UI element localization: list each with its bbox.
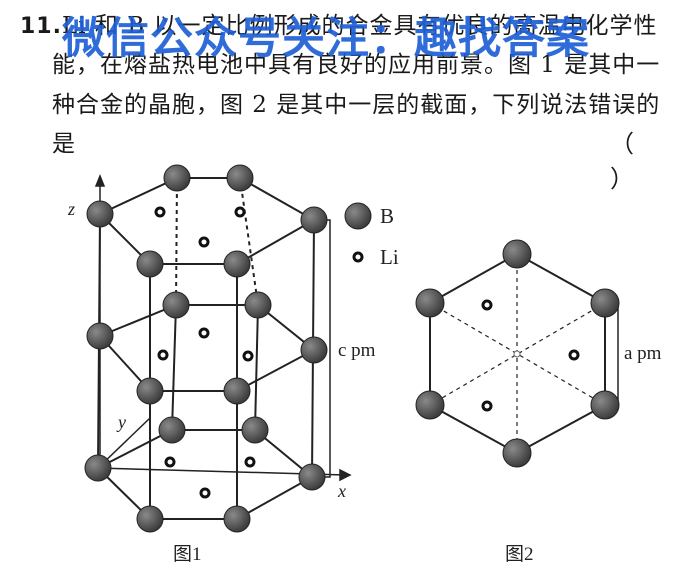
boron-atom <box>86 200 114 228</box>
a-dimension-bracket <box>608 302 619 406</box>
lithium-atom <box>568 349 580 361</box>
diagonal-3 <box>429 302 606 406</box>
x-axis-label: x <box>337 481 346 501</box>
boron-atom <box>226 164 254 192</box>
boron-atom <box>415 390 445 420</box>
question-number: 11. <box>20 14 62 39</box>
boron-atom <box>158 416 186 444</box>
lithium-atom <box>244 456 256 468</box>
figure-2-cross-section <box>429 252 619 455</box>
boron-atom <box>223 505 251 533</box>
boron-atom <box>415 288 445 318</box>
question-line-4: 是 <box>52 131 76 157</box>
legend-boron-label: B <box>380 204 394 228</box>
lithium-atom <box>198 327 210 339</box>
boron-atom <box>300 336 328 364</box>
diagonal-2 <box>429 302 606 406</box>
boron-atom <box>86 322 114 350</box>
boron-atom <box>241 416 269 444</box>
question-text-1: Li 和 B 以一定比例形成的合金具有优良的高温电化学性 <box>61 13 658 39</box>
c-dimension-label: c pm <box>338 340 376 361</box>
boron-atom <box>590 288 620 318</box>
boron-atom <box>136 505 164 533</box>
boron-atom <box>244 291 272 319</box>
lithium-atom <box>481 299 493 311</box>
y-axis-label: y <box>116 412 126 432</box>
boron-atom <box>298 463 326 491</box>
boron-atom <box>136 377 164 405</box>
boron-atoms-fig1 <box>84 164 328 533</box>
lithium-atom <box>157 349 169 361</box>
boron-atom <box>223 250 251 278</box>
legend-lithium-label: Li <box>380 245 399 269</box>
edge-hidden-2 <box>239 177 259 306</box>
legend-lithium-icon <box>352 251 364 263</box>
boron-atom <box>223 377 251 405</box>
lithium-atom <box>164 456 176 468</box>
boron-atom <box>136 250 164 278</box>
edge-hidden-1 <box>175 177 178 306</box>
top-hexagon <box>99 177 317 265</box>
question-line-1: 11.Li 和 B 以一定比例形成的合金具有优良的高温电化学性 <box>20 6 657 40</box>
legend <box>344 202 372 263</box>
lithium-atoms-fig1 <box>154 206 256 499</box>
question-line-3: 种合金的晶胞，图 2 是其中一层的截面，下列说法错误的 <box>52 92 661 118</box>
lithium-atoms-fig2 <box>481 299 580 412</box>
lithium-atom <box>154 206 166 218</box>
x-axis-arrow <box>339 468 352 482</box>
lithium-atom <box>481 400 493 412</box>
boron-atom <box>162 291 190 319</box>
figure-1-caption: 图1 <box>173 544 202 565</box>
boron-atom <box>300 206 328 234</box>
middle-hexagon <box>99 304 316 392</box>
lithium-atom <box>242 350 254 362</box>
axis-helper-1 <box>97 429 173 469</box>
edge-back-left <box>171 304 177 431</box>
a-dimension-label: a pm <box>624 343 662 364</box>
boron-atom <box>502 438 532 468</box>
z-axis-label: z <box>67 199 75 219</box>
z-axis-arrow <box>94 173 106 187</box>
lithium-atom <box>199 487 211 499</box>
figure-1-crystal-cell <box>97 177 331 520</box>
boron-atom <box>163 164 191 192</box>
answer-blank: （ ） <box>610 130 664 193</box>
center-point <box>513 350 521 358</box>
legend-boron-icon <box>344 202 372 230</box>
boron-atom <box>502 239 532 269</box>
lithium-atom <box>198 236 210 248</box>
watermark-overlay: 微信公众号关注：趣找答案 <box>62 14 590 64</box>
boron-atoms-fig2 <box>415 239 620 468</box>
bottom-hexagon <box>97 429 314 520</box>
lithium-atom <box>234 206 246 218</box>
edge-back-right <box>254 304 259 431</box>
boron-atom <box>590 390 620 420</box>
figure-2-caption: 图2 <box>505 544 534 565</box>
question-line-2: 能，在熔盐热电池中具有良好的应用前景。图 1 是其中一 <box>52 52 661 78</box>
boron-atom <box>84 454 112 482</box>
